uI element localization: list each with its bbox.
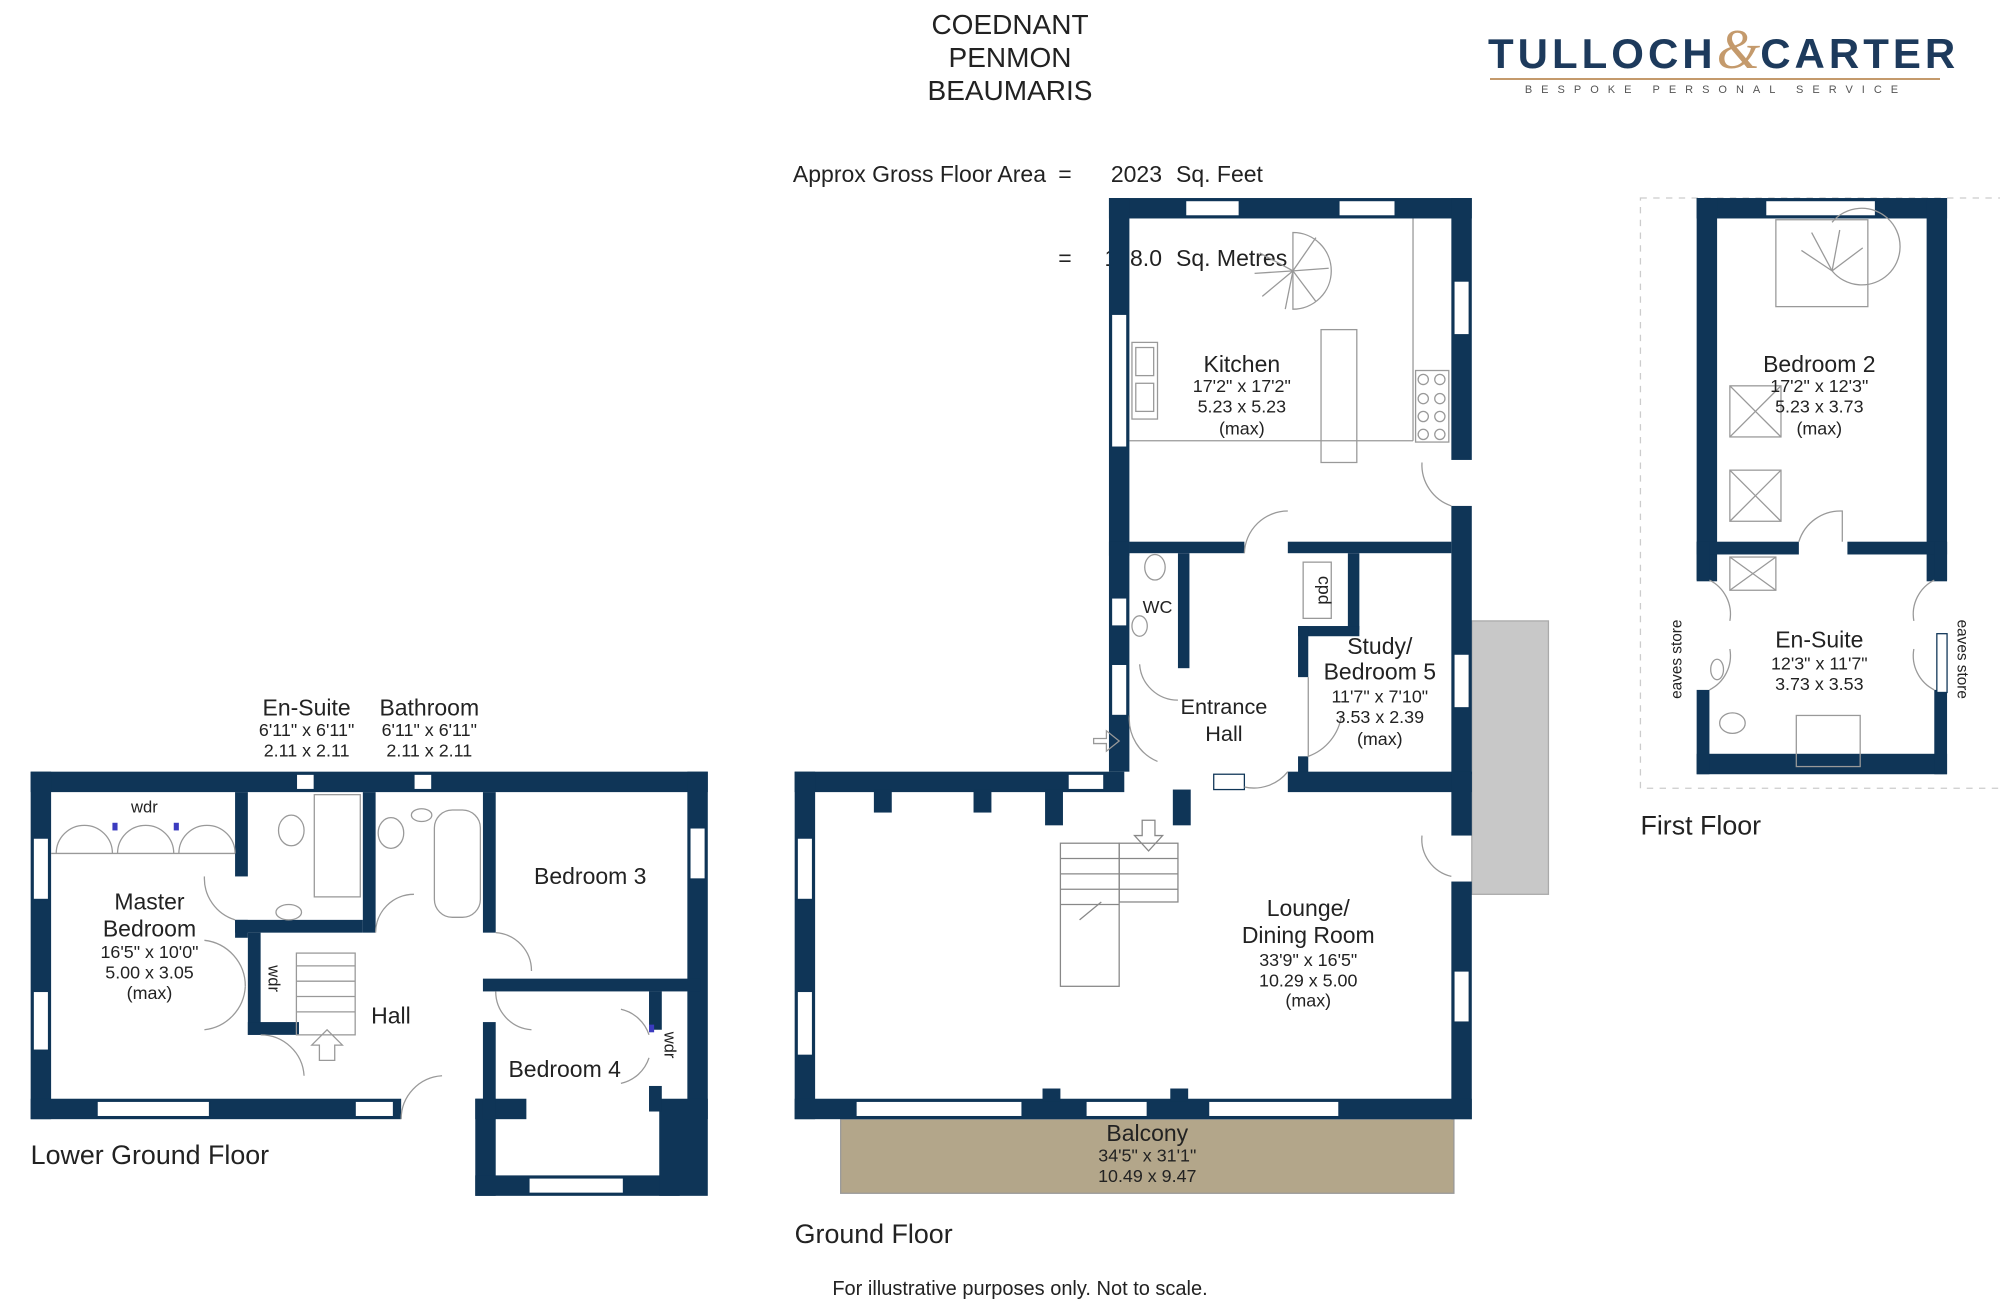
kitchen-note: (max) (1219, 418, 1265, 438)
master-metric: 5.00 x 3.05 (105, 963, 194, 983)
logo-word-right: CARTER (1760, 30, 1960, 77)
floor-titles: Lower Ground Floor Ground Floor First Fl… (31, 810, 1762, 1249)
cpd-cupboard (1302, 561, 1332, 619)
agency-logo: TULLOCH&CARTER BESPOKE PERSONAL SERVICE (1488, 19, 1955, 102)
study-note: (max) (1357, 729, 1403, 749)
study-label-2: Bedroom 5 (1324, 659, 1436, 685)
address-line-2: PENMON (948, 42, 1072, 73)
kitchen-metric: 5.23 x 5.23 (1198, 397, 1287, 417)
first-floor-windows (1765, 199, 1948, 694)
wc-label: WC (1143, 597, 1173, 617)
lounge-windows (796, 773, 1470, 1118)
balcony-metric: 10.49 x 9.47 (1098, 1166, 1196, 1186)
entrance-hall-label-2: Hall (1205, 721, 1242, 746)
lower-ground-walls (30, 771, 708, 1196)
logo-ampersand: & (1716, 19, 1761, 81)
lounge-note: (max) (1285, 991, 1331, 1011)
lower-ground-windows (32, 773, 706, 1194)
logo-tagline: BESPOKE PERSONAL SERVICE (1524, 84, 1908, 96)
logo-word-left: TULLOCH (1488, 30, 1717, 77)
first-floor (1639, 197, 2000, 789)
bedroom2-metric: 5.23 x 3.73 (1775, 397, 1864, 417)
disclaimer: For illustrative purposes only. Not to s… (832, 1278, 1208, 1300)
study-label-1: Study/ (1347, 633, 1413, 659)
ensuite-first-imperial: 12'3" x 11'7" (1771, 653, 1868, 673)
first-floor-walls (1696, 198, 1948, 775)
terrace-area (1471, 620, 1550, 895)
lower-ground-floor (30, 771, 708, 1196)
kitchen-windows (1110, 199, 1470, 717)
cpd-label: cpd (1314, 576, 1334, 605)
area-sqft: 2023 (1110, 161, 1162, 187)
bedroom2-note: (max) (1796, 418, 1842, 438)
ensuite-lower-metric: 2.11 x 2.11 (264, 740, 350, 760)
gross-floor-area: Approx Gross Floor Area = 2023 Sq. Feet … (770, 104, 1287, 300)
kitchen-fittings (1092, 218, 1452, 878)
eaves-store-right: eaves store (1953, 620, 1970, 699)
ensuite-lower-label: En-Suite (263, 694, 351, 720)
property-address: COEDNANT PENMON BEAUMARIS (760, 8, 1260, 107)
area-sqft-unit: Sq. Feet (1176, 161, 1263, 187)
master-label-1: Master (114, 889, 185, 915)
bedroom2-imperial: 17'2" x 12'3" (1770, 376, 1868, 396)
kitchen-imperial: 17'2" x 17'2" (1193, 376, 1291, 396)
ensuite-first-label: En-Suite (1775, 627, 1863, 653)
bedroom4-wardrobe-label: wdr (660, 1031, 679, 1059)
lounge-staircase (1059, 819, 1179, 987)
first-floor-title: First Floor (1640, 810, 1761, 840)
ground-floor (794, 198, 1550, 1194)
master-label-2: Bedroom (103, 915, 196, 941)
area-sqm-unit: Sq. Metres (1176, 245, 1288, 271)
lower-ground-floor-title: Lower Ground Floor (31, 1140, 270, 1170)
study-imperial: 11'7" x 7'10" (1331, 687, 1428, 707)
balcony-label: Balcony (1106, 1120, 1188, 1146)
master-wardrobe-side-label: wdr (264, 964, 283, 992)
logo-rule (1490, 78, 1940, 80)
balcony-imperial: 34'5" x 31'1" (1098, 1145, 1196, 1165)
area-equals-1: = (1058, 161, 1072, 187)
bedroom4-label: Bedroom 4 (508, 1056, 621, 1082)
balcony-area (840, 1118, 1455, 1194)
room-labels: Kitchen 17'2" x 17'2" 5.23 x 5.23 (max) … (100, 351, 1970, 1186)
address-line-3: BEAUMARIS (927, 75, 1093, 106)
first-floor-fittings (1709, 207, 1935, 768)
master-note: (max) (127, 983, 173, 1003)
ensuite-lower-imperial: 6'11" x 6'11" (259, 720, 354, 740)
eaves-store-left: eaves store (1668, 620, 1685, 699)
lounge-metric: 10.29 x 5.00 (1259, 970, 1357, 990)
bathroom-imperial: 6'11" x 6'11" (382, 720, 477, 740)
bedroom2-label: Bedroom 2 (1763, 351, 1875, 377)
lounge-label-1: Lounge/ (1267, 895, 1351, 921)
hall-label: Hall (371, 1002, 411, 1028)
study-metric: 3.53 x 2.39 (1336, 707, 1425, 727)
area-equals-2: = (1058, 245, 1072, 271)
wardrobe-markers (112, 822, 655, 1033)
ensuite-first-metric: 3.73 x 3.53 (1775, 674, 1864, 694)
lounge-imperial: 33'9" x 16'5" (1259, 950, 1357, 970)
lower-ground-fittings (51, 794, 650, 1120)
bedroom3-label: Bedroom 3 (534, 863, 646, 889)
ground-floor-title: Ground Floor (795, 1219, 953, 1249)
master-imperial: 16'5" x 10'0" (100, 942, 198, 962)
lounge-label-2: Dining Room (1242, 922, 1375, 948)
area-label: Approx Gross Floor Area (792, 161, 1046, 187)
kitchen-label: Kitchen (1203, 351, 1280, 377)
address-line-1: COEDNANT (931, 9, 1089, 40)
bathroom-label: Bathroom (379, 694, 479, 720)
bathroom-metric: 2.11 x 2.11 (386, 740, 472, 760)
master-wardrobe-label: wdr (130, 798, 158, 817)
entrance-hall-label-1: Entrance (1181, 694, 1268, 719)
